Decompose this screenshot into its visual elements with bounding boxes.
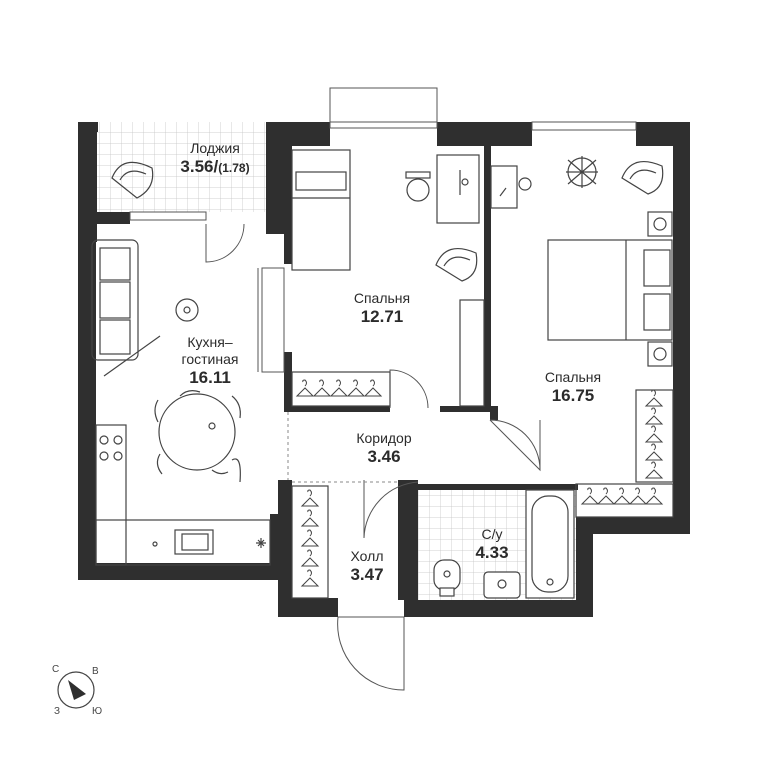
room-bedroom-1-area: 12.71 <box>360 306 404 326</box>
bedroom2-armchair <box>621 160 664 195</box>
dining-table <box>154 390 241 483</box>
room-kitchen-living-name-2: гостиная <box>181 350 239 367</box>
corridor-boundaries <box>287 412 398 483</box>
vanity-table <box>490 165 532 209</box>
double-bed <box>547 239 673 341</box>
bedroom1-hangers <box>296 379 382 397</box>
compass-north: С <box>52 664 60 675</box>
compass-east: В <box>92 666 99 677</box>
loggia-tile-floor <box>97 122 267 212</box>
room-kitchen-living-area: 16.11 <box>189 367 231 387</box>
compass-west: З <box>54 706 61 717</box>
room-loggia-area-reduced: (1.78) <box>218 160 250 175</box>
compass-south: Ю <box>92 706 103 717</box>
room-corridor-area: 3.46 <box>367 446 401 466</box>
hall-wardrobe <box>291 485 329 599</box>
room-bathroom-area: 4.33 <box>475 542 509 562</box>
room-bedroom-2-area: 16.75 <box>551 385 595 405</box>
room-loggia-area-separator: / <box>213 156 219 176</box>
plant <box>566 156 598 188</box>
nightstands <box>647 211 673 367</box>
hall-hangers <box>301 489 319 587</box>
room-hall-area: 3.47 <box>350 564 384 584</box>
windows <box>129 87 637 221</box>
bathtub <box>525 489 575 599</box>
room-kitchen-living: Кухня– гостиная 16.11 <box>150 334 270 388</box>
compass-icon <box>57 671 95 709</box>
room-loggia: Лоджия 3.56/(1.78) <box>150 140 280 177</box>
bedroom2-hangers <box>581 389 663 505</box>
room-bedroom-1-name: Спальня <box>353 290 411 306</box>
room-bathroom-name: С/у <box>481 526 503 542</box>
desk-chair <box>405 154 480 224</box>
sofa <box>91 239 161 377</box>
room-corridor: Коридор 3.46 <box>324 430 444 467</box>
bedroom1-armchair <box>435 247 478 282</box>
room-loggia-name: Лоджия <box>190 140 240 156</box>
single-bed <box>291 149 351 271</box>
kitchen-counter <box>95 424 271 566</box>
room-kitchen-living-name-1: Кухня– <box>187 334 233 350</box>
room-hall: Холл 3.47 <box>332 548 402 585</box>
toilet <box>433 559 461 597</box>
room-loggia-area: 3.56 <box>180 156 214 176</box>
bedroom1-wardrobe <box>291 299 485 407</box>
room-bedroom-1: Спальня 12.71 <box>322 290 442 327</box>
room-bedroom-2-name: Спальня <box>544 369 602 385</box>
ceiling-lamp <box>175 298 199 322</box>
walls <box>78 122 690 617</box>
room-bathroom: С/у 4.33 <box>452 526 532 563</box>
loggia-armchair <box>111 161 154 199</box>
doors <box>205 223 541 691</box>
room-corridor-name: Коридор <box>356 430 412 446</box>
room-hall-name: Холл <box>350 548 384 564</box>
washbasin <box>483 571 521 599</box>
room-bedroom-2: Спальня 16.75 <box>513 369 633 406</box>
